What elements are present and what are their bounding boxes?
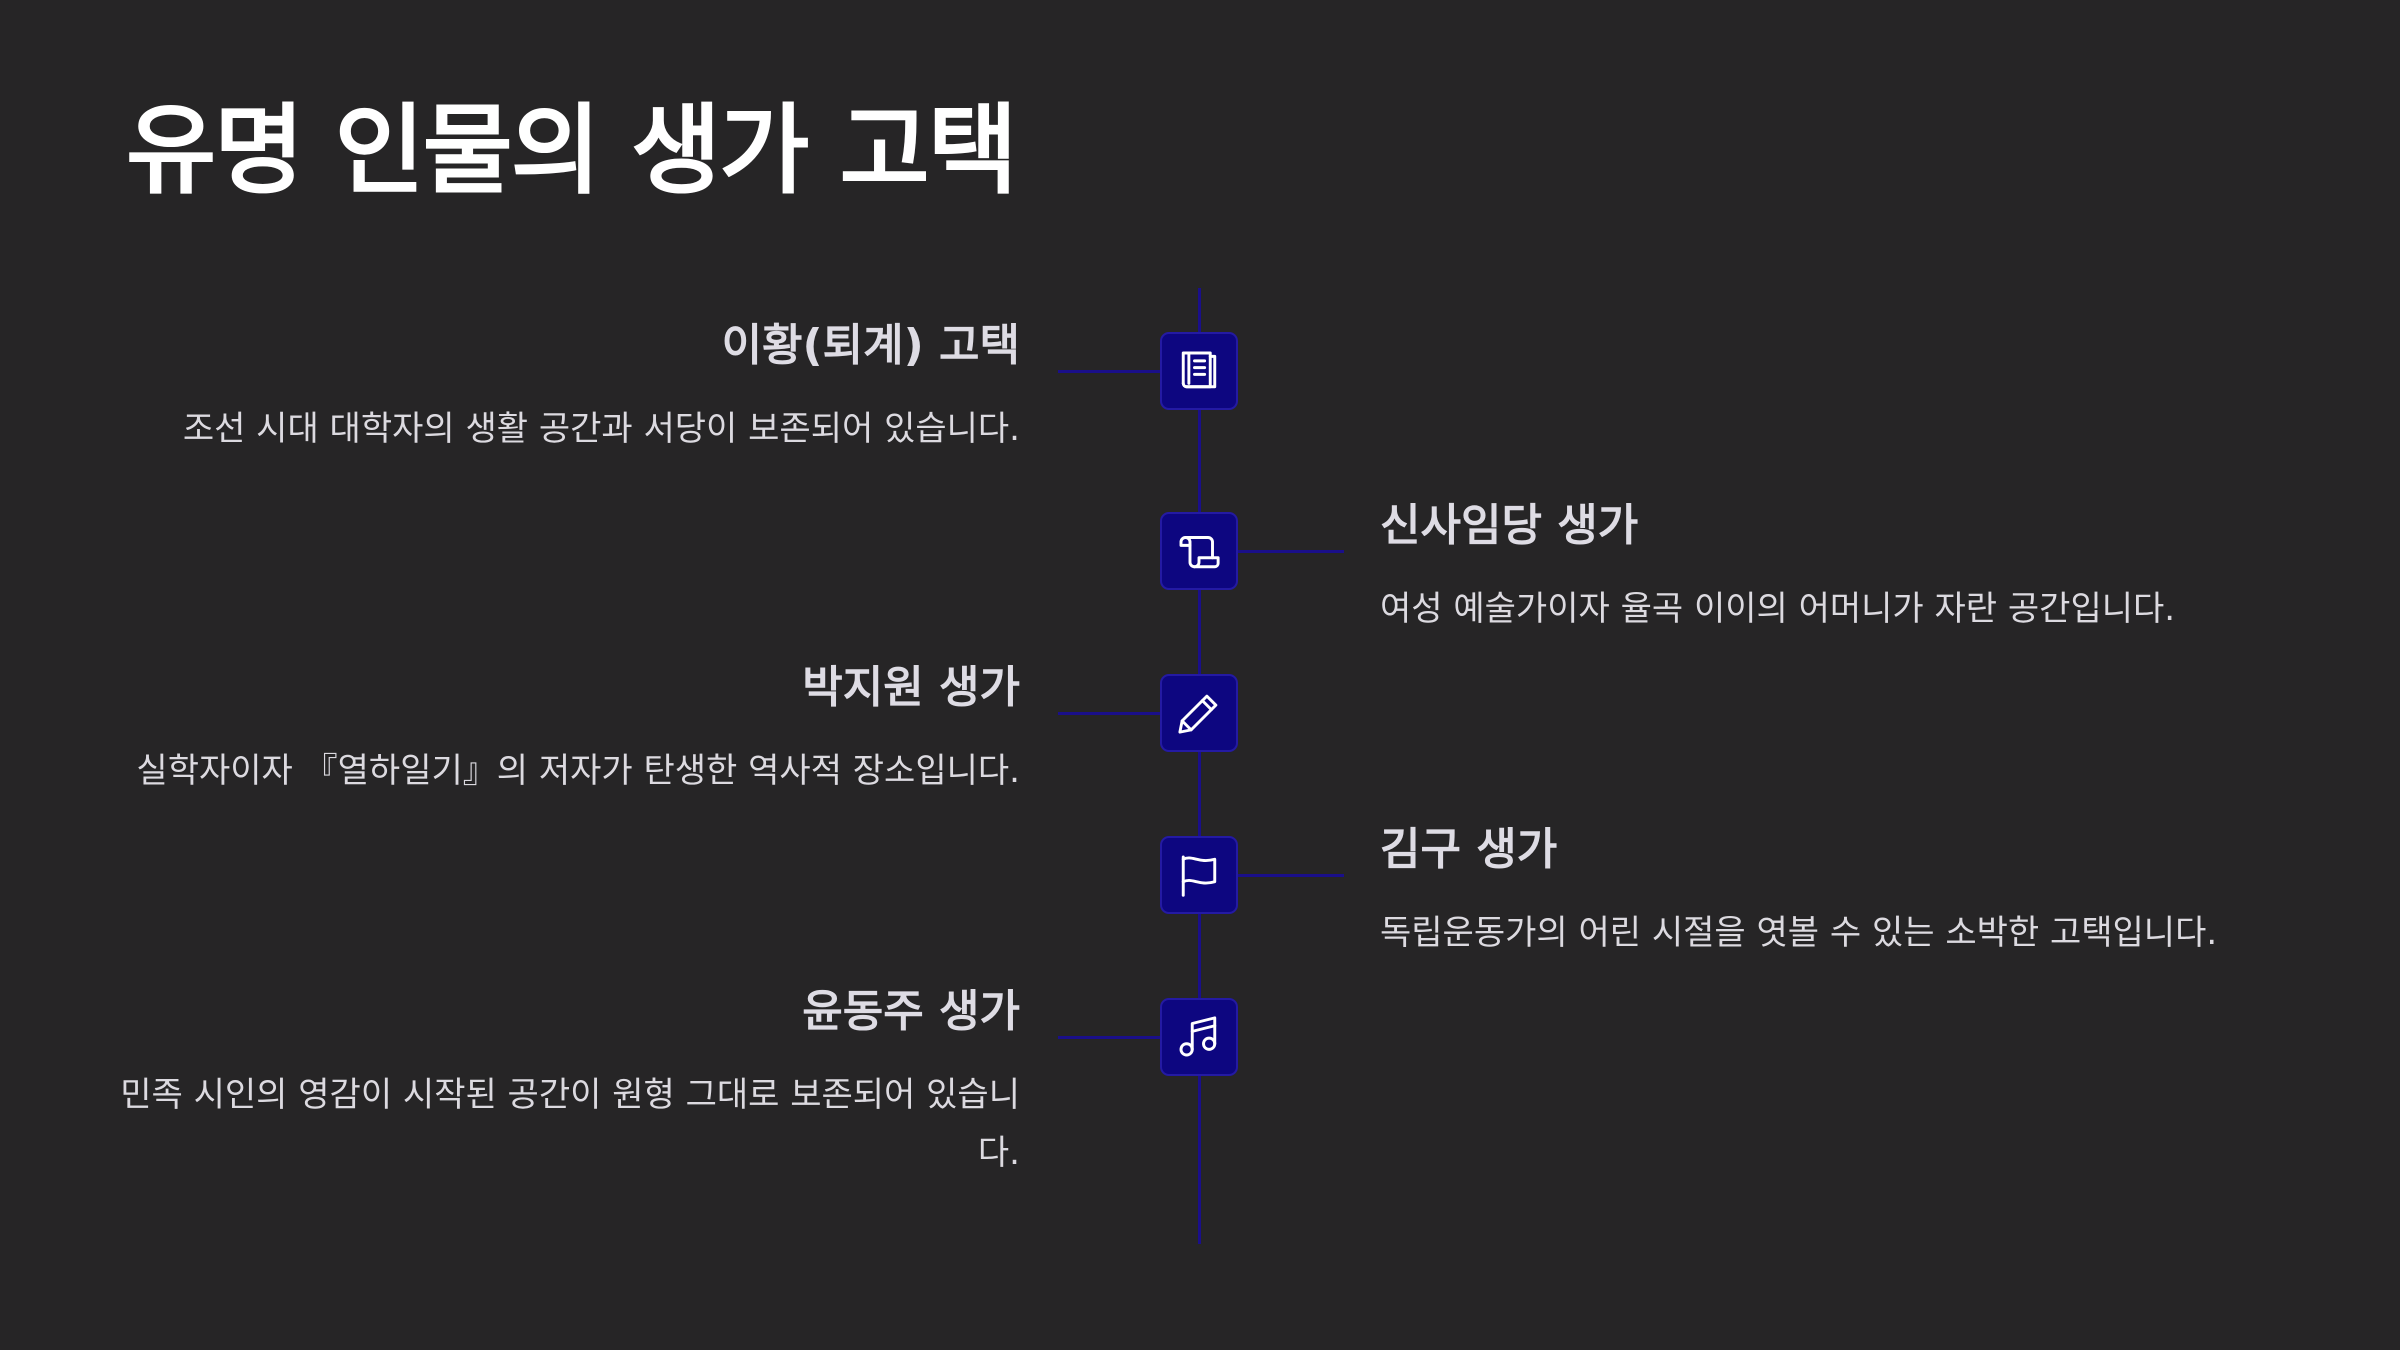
timeline-item-lee-hwang: 이황(퇴계) 고택 조선 시대 대학자의 생활 공간과 서당이 보존되어 있습니… xyxy=(120,320,1020,459)
timeline-item-title: 윤동주 생가 xyxy=(802,986,1020,1037)
pencil-icon xyxy=(1178,694,1218,734)
music-note-icon xyxy=(1179,1016,1217,1057)
timeline-item-title: 이황(퇴계) 고택 xyxy=(721,320,1020,371)
flag-icon xyxy=(1181,855,1217,897)
timeline-connector xyxy=(1236,550,1344,553)
timeline-connector xyxy=(1058,1036,1166,1039)
timeline-item-description: 실학자이자 『열하일기』의 저자가 탄생한 역사적 장소입니다. xyxy=(136,750,1020,791)
timeline-item-shin-saimdang: 신사임당 생가 여성 예술가이자 율곡 이이의 어머니가 자란 공간입니다. xyxy=(1380,500,2280,639)
scroll-icon xyxy=(1179,536,1220,569)
timeline-item-icon-box xyxy=(1160,836,1238,914)
timeline-item-title: 박지원 생가 xyxy=(802,662,1020,713)
timeline-item-title: 김구 생가 xyxy=(1380,824,1558,875)
timeline-item-yun-dongju: 윤동주 생가 민족 시인의 영감이 시작된 공간이 원형 그대로 보존되어 있습… xyxy=(120,986,1020,1182)
timeline-connector xyxy=(1058,370,1166,373)
timeline-item-icon-box xyxy=(1160,332,1238,410)
timeline-item-icon-box xyxy=(1160,998,1238,1076)
timeline-item-description: 여성 예술가이자 율곡 이이의 어머니가 자란 공간입니다. xyxy=(1380,588,2176,629)
timeline-item-description: 독립운동가의 어린 시절을 엿볼 수 있는 소박한 고택입니다. xyxy=(1380,912,2218,953)
timeline-connector xyxy=(1058,712,1166,715)
book-icon xyxy=(1181,351,1217,389)
timeline-item-description: 조선 시대 대학자의 생활 공간과 서당이 보존되어 있습니다. xyxy=(182,408,1020,449)
timeline-item-icon-box xyxy=(1160,512,1238,590)
timeline-item-kim-gu: 김구 생가 독립운동가의 어린 시절을 엿볼 수 있는 소박한 고택입니다. xyxy=(1380,824,2280,963)
timeline-item-icon-box xyxy=(1160,674,1238,752)
timeline-line xyxy=(1198,288,1201,1244)
timeline-connector xyxy=(1236,874,1344,877)
timeline-item-park-jiwon: 박지원 생가 실학자이자 『열하일기』의 저자가 탄생한 역사적 장소입니다. xyxy=(120,662,1020,801)
timeline-item-title: 신사임당 생가 xyxy=(1380,500,1639,551)
timeline-item-description: 민족 시인의 영감이 시작된 공간이 원형 그대로 보존되어 있습니다. xyxy=(120,1074,1020,1173)
page-title: 유명 인물의 생가 고택 xyxy=(126,94,1018,208)
